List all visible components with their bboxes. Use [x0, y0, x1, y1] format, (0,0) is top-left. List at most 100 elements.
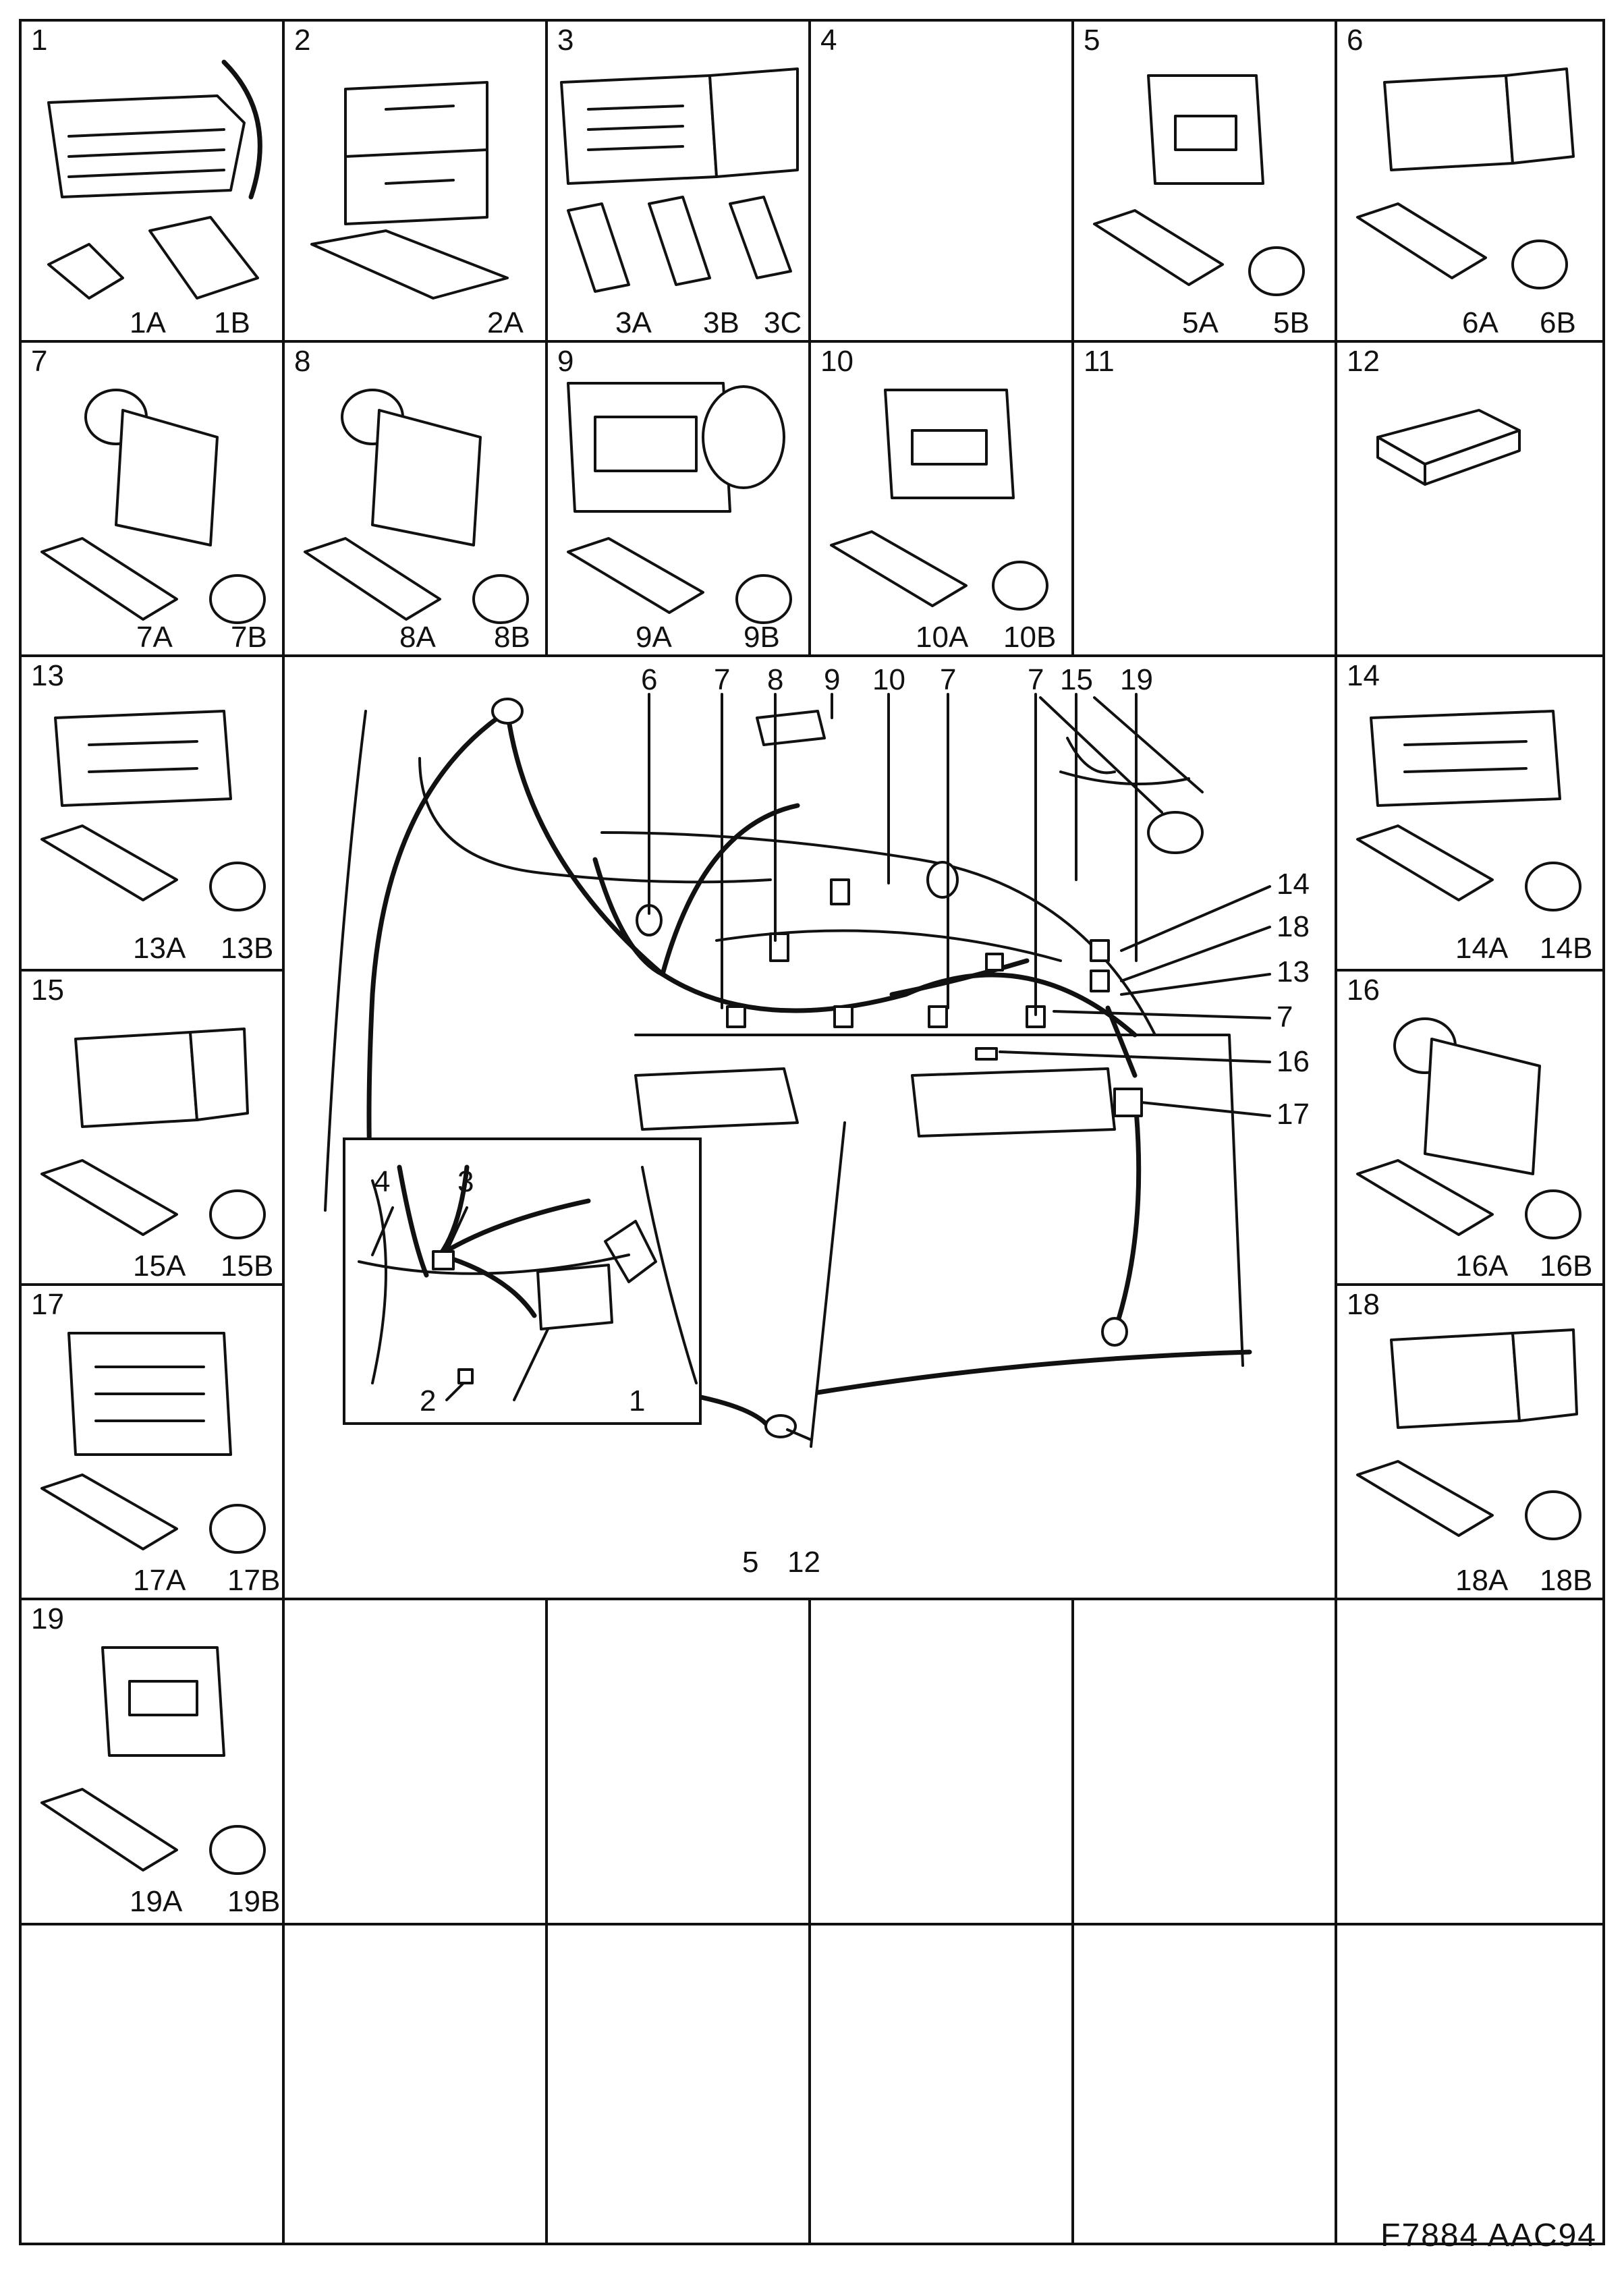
callout-label: 9	[824, 663, 841, 696]
callout-label: 17	[1277, 1098, 1310, 1131]
sub-label: 15A	[133, 1249, 186, 1283]
callout-label: 18	[1277, 910, 1310, 943]
cell-number: 6	[1347, 24, 1364, 57]
sub-label: 16B	[1540, 1249, 1593, 1283]
connector-illustration	[40, 1028, 266, 1239]
cell-number: 12	[1347, 345, 1380, 378]
callout-label: 1	[629, 1384, 646, 1417]
empty-cell	[282, 1923, 548, 2245]
cell-number: 19	[31, 1602, 64, 1635]
sub-label: 3B	[703, 306, 739, 339]
empty-cell	[282, 1598, 548, 1925]
cell-number: 15	[31, 974, 64, 1007]
cell-number: 8	[294, 345, 311, 378]
empty-cell	[808, 1598, 1074, 1925]
connector-illustration	[40, 710, 266, 911]
connector-cell-2: 2 2A	[282, 19, 548, 343]
sub-label: 9B	[744, 621, 780, 654]
callout-label: 7	[940, 663, 957, 696]
connector-illustration	[1356, 67, 1575, 289]
sub-label: 18B	[1540, 1564, 1593, 1597]
callout-label: 16	[1277, 1045, 1310, 1078]
connector-illustration	[1356, 1017, 1581, 1239]
callout-label: 5	[742, 1546, 759, 1579]
sub-label: 14B	[1540, 932, 1593, 965]
connector-cell-17: 17 17A 17B	[19, 1283, 285, 1600]
sub-label: 9A	[636, 621, 672, 654]
connector-cell-4: 4	[808, 19, 1074, 343]
connector-cell-11: 11	[1071, 340, 1337, 657]
sub-label: 7A	[136, 621, 173, 654]
sub-label: 10B	[1003, 621, 1057, 654]
empty-cell	[19, 1923, 285, 2245]
sub-label: 19A	[130, 1885, 183, 1918]
callout-label: 14	[1277, 868, 1310, 901]
cell-number: 4	[820, 24, 837, 57]
connector-cell-14: 14 14A 14B	[1335, 654, 1605, 972]
connector-illustration	[1376, 409, 1521, 486]
connector-cell-18: 18 18A 18B	[1335, 1283, 1605, 1600]
figure-code: F7884 AAC94	[1380, 2218, 1597, 2253]
vehicle-wiring-diagram: 6 7 8 9 10 7 7 15 19 14 18 13 7 16 17 5 …	[282, 654, 1337, 1600]
sub-label: 15B	[221, 1249, 274, 1283]
empty-cell	[1071, 1923, 1337, 2245]
cell-number: 16	[1347, 974, 1380, 1007]
sub-label: 5B	[1273, 306, 1310, 339]
sub-label: 17B	[227, 1564, 281, 1597]
connector-illustration	[40, 389, 266, 624]
sub-label: 7B	[231, 621, 267, 654]
sub-label: 10A	[916, 621, 969, 654]
empty-cell	[1335, 1598, 1605, 1925]
cell-number: 1	[31, 24, 48, 57]
callout-label: 7	[1028, 663, 1044, 696]
connector-cell-16: 16 16A 16B	[1335, 969, 1605, 1286]
empty-cell	[808, 1923, 1074, 2245]
cell-number: 5	[1084, 24, 1100, 57]
sub-label: 3A	[615, 306, 652, 339]
callout-label: 3	[457, 1165, 474, 1198]
cell-number: 13	[31, 659, 64, 692]
connector-cell-7: 7 7A 7B	[19, 340, 285, 657]
connector-illustration	[47, 59, 262, 300]
sub-label: 8B	[494, 621, 530, 654]
sub-label: 17A	[133, 1564, 186, 1597]
cell-number: 3	[557, 24, 574, 57]
connector-illustration	[1356, 1328, 1581, 1540]
callout-label: 4	[374, 1165, 391, 1198]
callout-label: 12	[787, 1546, 820, 1579]
sub-label: 18A	[1455, 1564, 1509, 1597]
sub-label: 16A	[1455, 1249, 1509, 1283]
empty-cell	[1335, 1923, 1605, 2245]
cell-number: 18	[1347, 1288, 1380, 1321]
connector-cell-9: 9 9A 9B	[545, 340, 811, 657]
callout-label: 6	[641, 663, 658, 696]
cell-number: 10	[820, 345, 853, 378]
callout-label: 2	[420, 1384, 437, 1417]
sub-label: 6B	[1540, 306, 1576, 339]
sub-label: 8A	[399, 621, 436, 654]
connector-illustration	[560, 67, 799, 293]
connector-illustration	[40, 1332, 266, 1554]
empty-cell	[545, 1598, 811, 1925]
cell-number: 2	[294, 24, 311, 57]
sub-label: 3C	[764, 306, 802, 339]
connector-cell-12: 12	[1335, 340, 1605, 657]
sub-label: 2A	[487, 306, 524, 339]
callout-label: 15	[1060, 663, 1093, 696]
connector-illustration	[830, 389, 1048, 611]
connector-cell-19: 19 19A 19B	[19, 1598, 285, 1925]
connector-illustration	[304, 389, 529, 624]
cell-number: 17	[31, 1288, 64, 1321]
connector-illustration	[567, 382, 792, 624]
sub-label: 13B	[221, 932, 274, 965]
connector-cell-6: 6 6A 6B	[1335, 19, 1605, 343]
callout-label: 19	[1120, 663, 1153, 696]
connector-cell-10: 10 10A 10B	[808, 340, 1074, 657]
cell-number: 14	[1347, 659, 1380, 692]
sub-label: 1B	[214, 306, 250, 339]
empty-cell	[545, 1923, 811, 2245]
sub-label: 13A	[133, 932, 186, 965]
connector-illustration	[1356, 710, 1581, 911]
callout-label: 10	[872, 663, 905, 696]
empty-cell	[1071, 1598, 1337, 1925]
